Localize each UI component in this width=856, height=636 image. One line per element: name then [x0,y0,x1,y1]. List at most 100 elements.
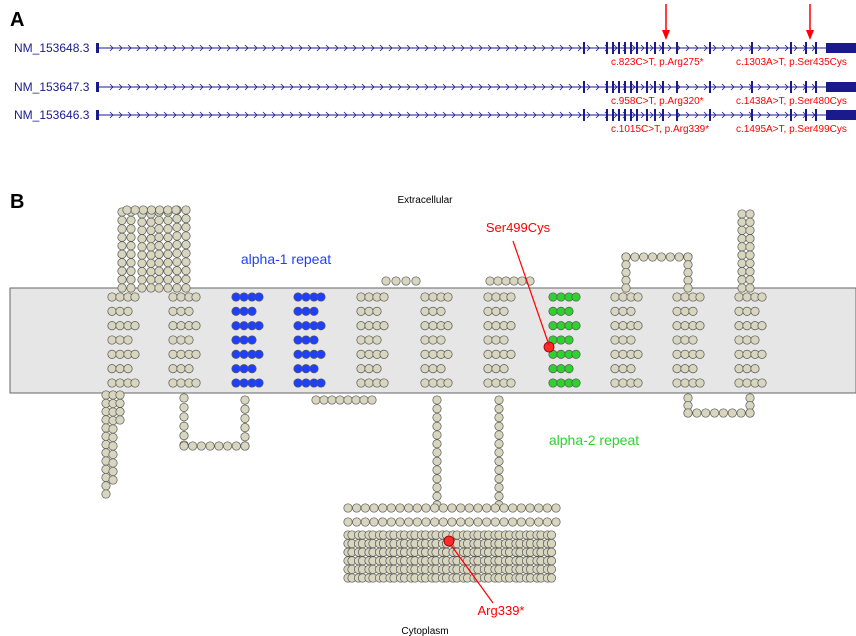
residue [495,475,503,483]
alpha1-residue [317,350,325,358]
residue [109,442,117,450]
residue [491,504,499,512]
missense-variant-label: c.1495A>T, p.Ser499Cys [736,124,847,135]
residue [312,396,320,404]
exon-mark [606,109,608,121]
alpha1-residue [240,350,248,358]
residue [622,284,630,292]
residue [396,518,404,526]
residue [116,408,124,416]
residue [155,275,163,283]
residue [118,284,126,292]
exon-mark [709,109,711,121]
residue [510,277,518,285]
residue [147,243,155,251]
exon-mark [646,42,648,54]
residue [619,307,627,315]
alpha1-residue [232,379,240,387]
exon-mark [676,81,678,93]
residue [517,518,525,526]
residue [180,431,188,439]
exon-mark [790,42,792,54]
residue [673,307,681,315]
residue [413,518,421,526]
alpha1-residue [302,350,310,358]
exon-mark [654,109,656,121]
residue [719,409,727,417]
arrow-missense-head [806,30,814,40]
residue [622,268,630,276]
residue [138,259,146,267]
alpha1-residue [248,365,256,373]
residue [118,267,126,275]
residue [131,322,139,330]
residue [543,504,551,512]
alpha1-residue [317,322,325,330]
residue [619,350,627,358]
alpha2-residue [565,365,573,373]
residue [155,216,163,224]
residue [164,216,172,224]
residue [147,259,155,267]
residue [433,466,441,474]
residue [344,396,352,404]
residue [547,565,555,573]
residue [758,293,766,301]
alpha1-residue [310,365,318,373]
residue [689,336,697,344]
residue [124,307,132,315]
residue [164,233,172,241]
residue [433,475,441,483]
exon-mark [805,42,807,54]
residue [138,243,146,251]
residue [147,235,155,243]
alpha1-residue [232,350,240,358]
residue [173,223,181,231]
residue [494,277,502,285]
residue [500,365,508,373]
exon-mark [96,110,99,120]
alpha2-residue [557,365,565,373]
exon-mark [676,42,678,54]
alpha2-residue [549,322,557,330]
residue [657,253,665,261]
residue [743,379,751,387]
residue [743,322,751,330]
alpha2-residue [572,322,580,330]
residue [673,379,681,387]
residue [357,336,365,344]
residue [611,379,619,387]
residue [173,267,181,275]
residue [484,307,492,315]
residue [164,267,172,275]
residue [746,210,754,218]
residue [370,518,378,526]
residue [108,293,116,301]
alpha1-residue [294,307,302,315]
transcript-tracks: NM_153648.3c.823C>T, p.Arg275*c.1303A>T,… [14,4,856,135]
residue [109,459,117,467]
residue [433,422,441,430]
residue [177,379,185,387]
residue [547,539,555,547]
residue [728,409,736,417]
residue [182,284,190,292]
residue [192,322,200,330]
residue [177,307,185,315]
residue [357,379,365,387]
residue [689,365,697,373]
residue [433,396,441,404]
residue [492,350,500,358]
residue [535,504,543,512]
residue [758,322,766,330]
utr-block [826,43,856,53]
residue [495,413,503,421]
residue [180,394,188,402]
residue [138,218,146,226]
exon-mark [790,109,792,121]
residue [738,226,746,234]
residue [492,322,500,330]
residue [622,253,630,261]
residue [173,275,181,283]
residue [500,307,508,315]
